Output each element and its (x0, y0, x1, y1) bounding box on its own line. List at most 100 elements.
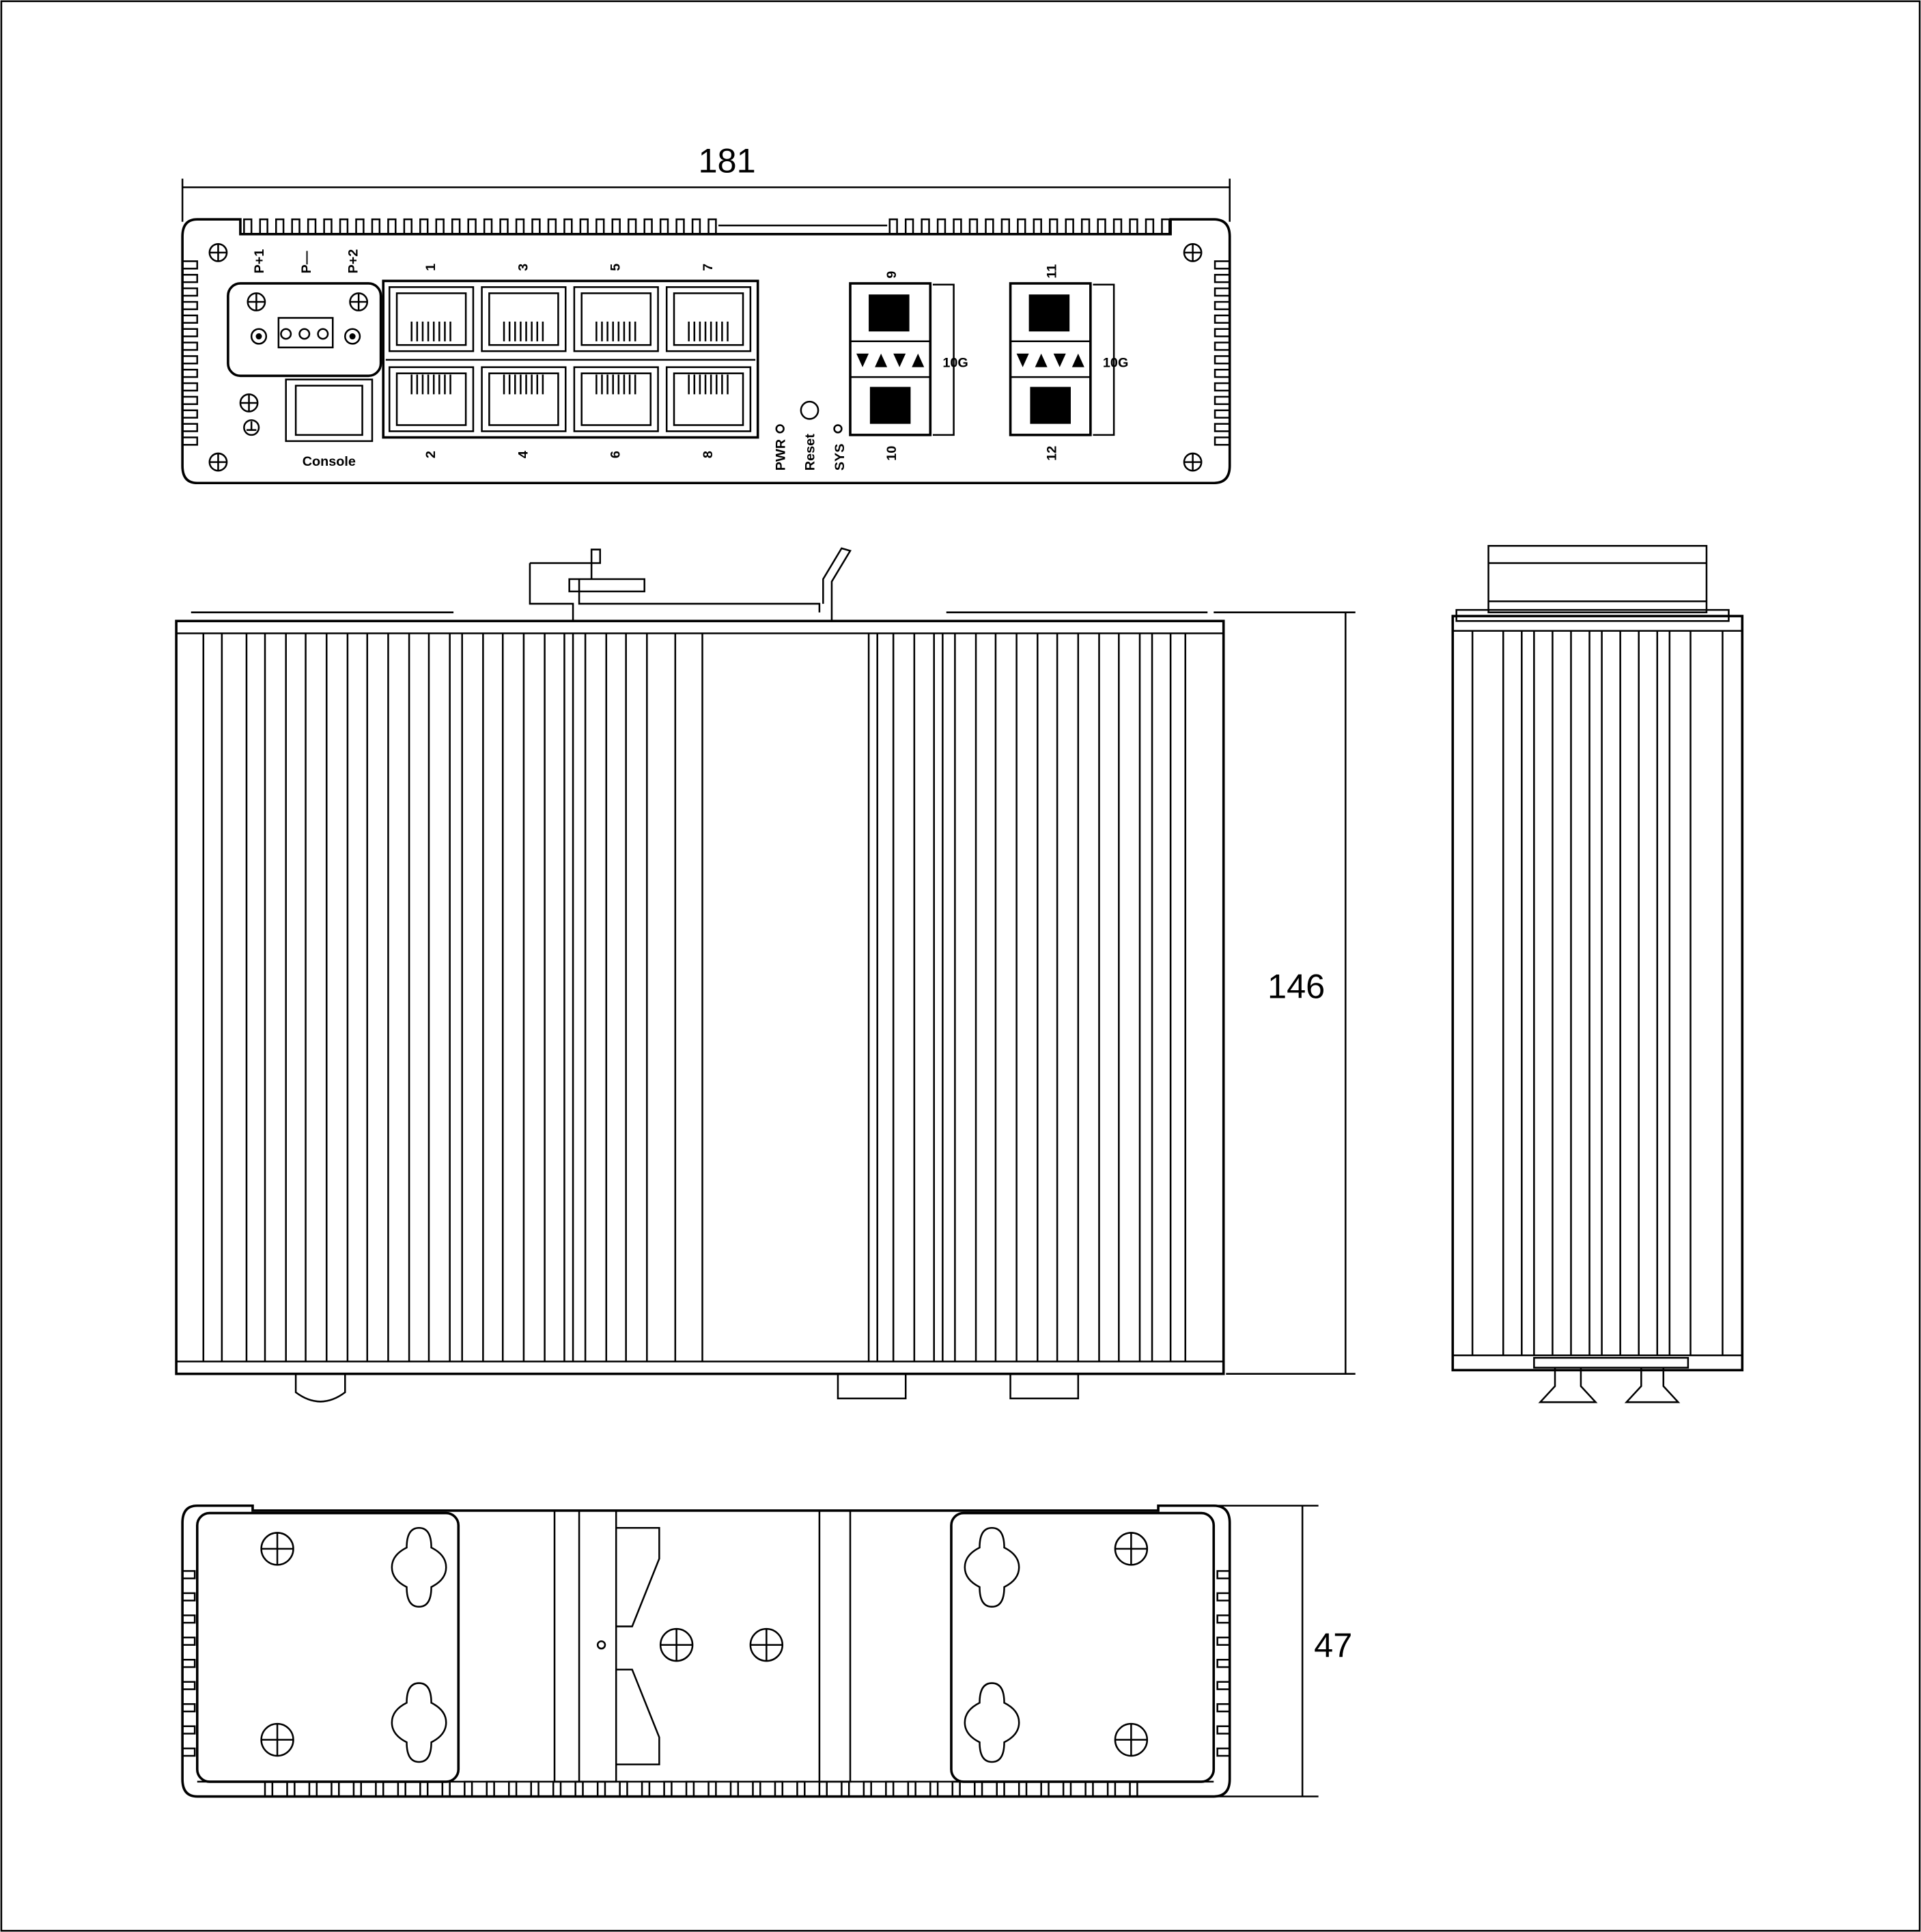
rj45-port[interactable] (665, 286, 752, 352)
fin (973, 1780, 983, 1797)
sfp-port[interactable] (849, 282, 932, 436)
rj45-port[interactable] (665, 366, 752, 432)
fin (355, 218, 365, 236)
sfp-port[interactable] (1009, 282, 1092, 436)
fin (1062, 1780, 1072, 1797)
fin (547, 218, 557, 236)
fin (1214, 382, 1231, 392)
fin (659, 218, 669, 236)
triangle-up-icon (912, 353, 925, 367)
fin (1216, 1725, 1231, 1735)
fin (628, 218, 637, 236)
fin (752, 1780, 761, 1797)
fin (641, 1780, 651, 1797)
triangle-down-icon (1053, 353, 1066, 367)
fin (1216, 1570, 1231, 1580)
power-terminal-block (227, 282, 382, 378)
fin (371, 218, 381, 236)
ground-icon (243, 419, 260, 436)
fin (1216, 1747, 1231, 1757)
fin (691, 218, 701, 236)
fin (515, 218, 525, 236)
keyhole-slot (964, 1526, 1020, 1608)
fin (1129, 1780, 1138, 1797)
fin (387, 218, 397, 236)
fin (951, 1780, 961, 1797)
side-fins (202, 633, 1187, 1362)
fin (729, 1780, 740, 1797)
sfp-speed-label: 10G (942, 356, 968, 371)
sfp-slot-top (869, 294, 910, 332)
height-dimension: 146 (1214, 611, 1356, 1375)
fin (968, 218, 979, 236)
fin (1214, 300, 1231, 311)
triangle-down-icon (856, 353, 869, 367)
port-label-bottom: 6 (608, 451, 623, 458)
fin (1129, 218, 1138, 236)
fin (1112, 218, 1123, 236)
height-dimension-label: 146 (1267, 966, 1325, 1005)
rj45-port[interactable] (481, 366, 567, 432)
fin (1214, 260, 1231, 270)
fin (574, 1780, 584, 1797)
fin (352, 1780, 363, 1797)
fin (907, 1780, 916, 1797)
power-label-p2: P+2 (346, 249, 361, 274)
fin (707, 1780, 717, 1797)
fin (1216, 1614, 1231, 1624)
fin (375, 1780, 384, 1797)
fin (1000, 218, 1011, 236)
fin (1214, 395, 1231, 406)
reset-label: Reset (803, 434, 818, 471)
rj45-port[interactable] (388, 366, 475, 432)
fin (507, 1780, 518, 1797)
fin (904, 218, 914, 236)
fin (841, 1780, 850, 1797)
keyhole-slot (391, 1526, 447, 1608)
fin (888, 218, 898, 236)
port-label-top: 3 (516, 264, 531, 271)
fin (181, 1747, 196, 1757)
rj45-port[interactable] (573, 286, 659, 352)
port-label-top: 7 (701, 264, 716, 271)
fin (579, 218, 589, 236)
fin (441, 1780, 451, 1797)
fin (419, 218, 429, 236)
fin (675, 218, 685, 236)
port-label-top: 1 (423, 264, 438, 271)
fin (531, 218, 541, 236)
sys-led (833, 424, 843, 434)
rj45-port[interactable] (481, 286, 567, 352)
console-port[interactable] (285, 378, 374, 443)
port-label-bottom: 2 (423, 451, 438, 458)
fin (181, 395, 199, 406)
fin (1214, 287, 1231, 297)
fin (663, 1780, 673, 1797)
fin (1216, 1659, 1231, 1668)
fin (259, 218, 268, 236)
fin (499, 218, 509, 236)
sfp-bracket (1093, 283, 1115, 436)
fin (1214, 355, 1231, 365)
keyhole-slot (391, 1682, 447, 1763)
fin (181, 260, 199, 270)
fin (307, 218, 317, 236)
reset-button[interactable] (800, 400, 819, 420)
rj45-port[interactable] (388, 286, 475, 352)
fin (1033, 218, 1042, 236)
rj45-port[interactable] (573, 366, 659, 432)
din-rail-clip (529, 547, 852, 621)
fin (1214, 368, 1231, 378)
fin (595, 218, 605, 236)
fin (707, 218, 717, 236)
fin (953, 218, 962, 236)
sfp-slot-bottom (1030, 387, 1071, 424)
fin (181, 1570, 196, 1580)
width-dimension-label: 181 (698, 141, 755, 180)
front-panel-fins (181, 218, 1231, 446)
fin (243, 218, 253, 236)
triangle-down-icon (1016, 353, 1029, 367)
fin (181, 1725, 196, 1735)
port-label-top: 5 (608, 264, 623, 271)
